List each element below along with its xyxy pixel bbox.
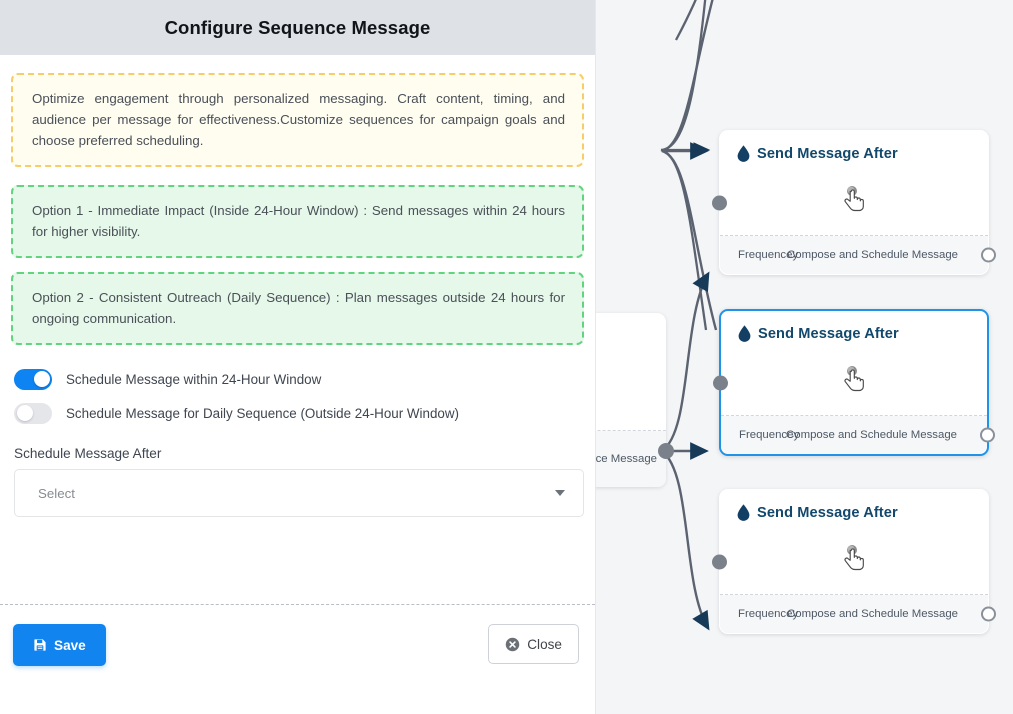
floppy-disk-icon [34,639,46,651]
source-handle[interactable] [981,247,996,263]
save-button[interactable]: Save [13,624,106,666]
node-send-message-after-1[interactable]: Send Message After Frequencey Compose an… [712,130,996,275]
toggle-switch-within-24h[interactable] [14,368,52,390]
toggle-label-within-24h: Schedule Message within 24-Hour Window [66,371,322,387]
source-handle[interactable] [981,606,996,622]
page-title: Configure Sequence Message [164,16,431,38]
toggle-group: Schedule Message within 24-Hour Window S… [11,362,584,430]
droplet-icon [737,145,750,162]
node-footer: Frequencey Compose and Schedule Message [721,416,995,454]
panel-body: Optimize engagement through personalized… [0,55,595,604]
node-footer-frequency-label: Frequencey [738,608,799,620]
node-body[interactable] [720,521,988,595]
schedule-message-after-label: Schedule Message After [14,446,162,461]
option-1-callout: Option 1 - Immediate Impact (Inside 24-H… [11,185,584,258]
node-footer-compose-label: Compose and Schedule Message [787,608,958,620]
toggle-row-within-24h[interactable]: Schedule Message within 24-Hour Window [14,362,584,396]
node-footer-compose-label: Compose and Schedule Message [787,249,958,261]
toggle-switch-daily-sequence[interactable] [14,402,52,424]
toggle-knob [16,405,33,421]
edge-to-node-1 [674,0,697,41]
source-handle[interactable] [980,427,995,443]
node-divider [596,430,666,431]
node-send-message-after-2[interactable]: Send Message After Frequencey Compose an… [713,309,995,456]
target-handle[interactable] [712,554,727,569]
close-button-label: Close [527,636,562,652]
node-body[interactable] [721,342,987,416]
panel-footer: Save Close [0,604,595,714]
node-footer-frequency-label: Frequencey [739,429,800,441]
save-button-label: Save [54,637,86,653]
edge-upper-curve [661,0,714,153]
flow-canvas[interactable]: ce Message Send Message After Freq [596,0,1013,714]
node-title: Send Message After [758,325,899,342]
target-handle[interactable] [712,195,727,210]
node-body[interactable] [720,162,988,236]
upstream-node-clipped[interactable]: ce Message [596,313,666,487]
node-footer: ce Message [596,431,666,487]
info-note-callout: Optimize engagement through personalized… [11,73,584,167]
droplet-icon [738,325,751,342]
toggle-knob [33,371,50,387]
close-button[interactable]: Close [488,624,579,664]
panel-header: Configure Sequence Message [0,0,595,55]
node-footer: Frequencey Compose and Schedule Message [720,595,996,633]
schedule-message-after-field: Schedule Message After Select [11,446,584,517]
node-footer-compose-label: Compose and Schedule Message [786,429,957,441]
option-2-callout: Option 2 - Consistent Outreach (Daily Se… [11,272,584,345]
node-title: Send Message After [757,145,898,162]
node-header: Send Message After [721,311,987,342]
chevron-down-icon [555,490,565,496]
node-title: Send Message After [757,504,898,521]
close-circle-icon [505,637,520,651]
node-header: Send Message After [720,131,988,162]
droplet-icon [737,504,750,521]
select-value: Select [38,485,75,501]
toggle-label-daily-sequence: Schedule Message for Daily Sequence (Out… [66,405,459,421]
pointer-hand-icon [844,185,864,211]
schedule-message-after-select[interactable]: Select [14,469,584,517]
pointer-hand-icon [844,544,864,570]
pointer-hand-icon [844,365,864,391]
target-handle[interactable] [713,375,728,390]
node-footer: Frequencey Compose and Schedule Message [720,236,996,274]
node-send-message-after-3[interactable]: Send Message After Frequencey Compose an… [712,489,996,634]
node-footer-frequency-label: Frequencey [738,249,799,261]
configure-sequence-panel: Configure Sequence Message Optimize enga… [0,0,596,714]
source-handle[interactable] [658,443,674,459]
connector-3 [661,450,710,631]
toggle-row-daily-sequence[interactable]: Schedule Message for Daily Sequence (Out… [14,396,584,430]
edge-lower-curve [661,149,718,331]
connector-1 [661,271,710,452]
node-footer-text: ce Message [596,453,657,465]
node-header: Send Message After [720,490,988,521]
